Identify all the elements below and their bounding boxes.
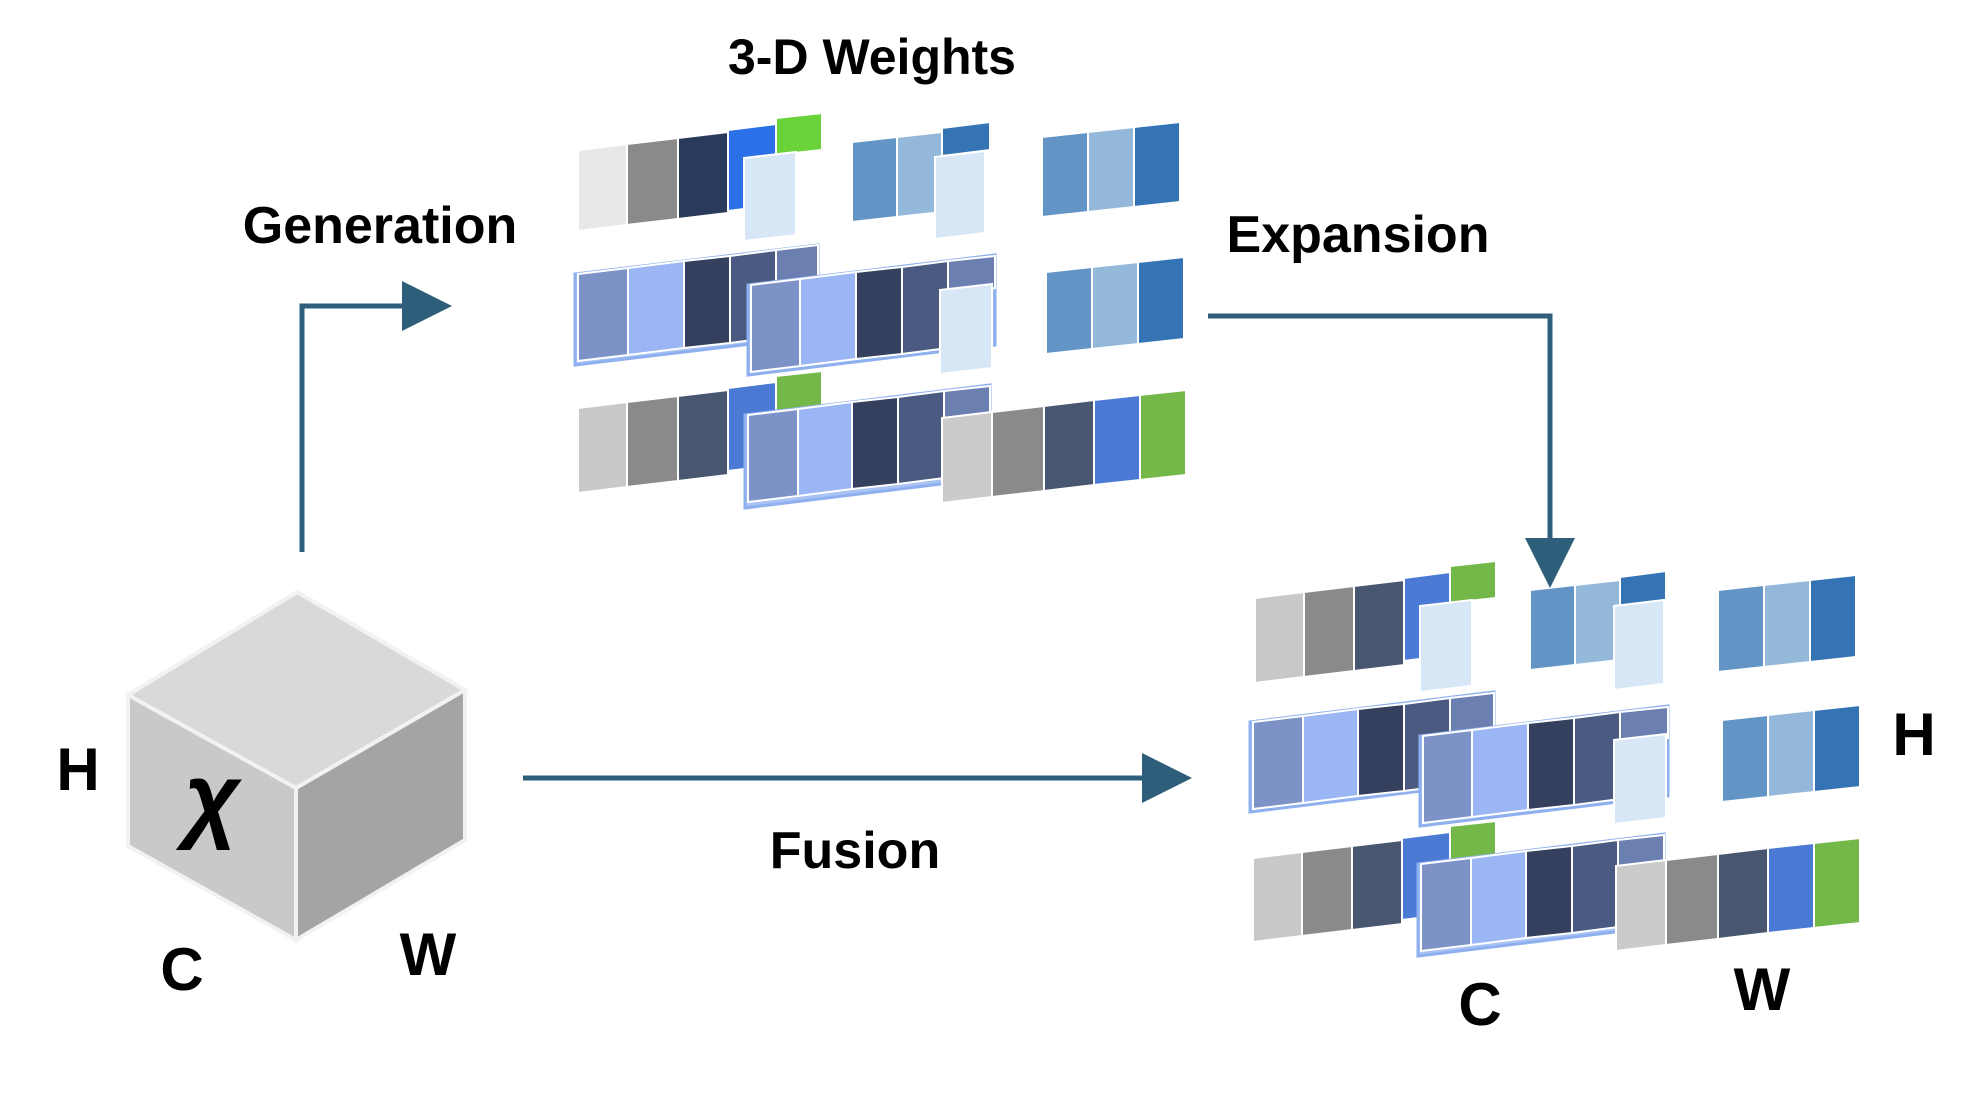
weight-cell bbox=[1045, 265, 1093, 356]
expansion-label: Expansion bbox=[1227, 206, 1490, 264]
weight-cell bbox=[855, 265, 903, 361]
weight-cell bbox=[627, 259, 685, 357]
weight-cell bbox=[1043, 398, 1095, 493]
weight-cell bbox=[577, 266, 629, 363]
weight-cell bbox=[797, 400, 853, 498]
weight-cell bbox=[991, 404, 1045, 499]
generation-label: Generation bbox=[243, 197, 518, 255]
weight-cell bbox=[1133, 120, 1181, 209]
weight-cell bbox=[897, 389, 945, 486]
weight-cell bbox=[1809, 573, 1857, 664]
weight-cell bbox=[939, 282, 993, 376]
weights-row1-group2 bbox=[851, 120, 991, 241]
expanded-row2-group3 bbox=[1721, 703, 1861, 804]
weight-cell bbox=[1613, 732, 1667, 826]
weight-cell bbox=[1093, 393, 1141, 487]
weight-cell bbox=[1139, 388, 1187, 482]
weight-cell bbox=[677, 388, 729, 483]
weight-cell bbox=[941, 410, 993, 505]
weight-cell bbox=[1721, 713, 1769, 804]
weight-cell bbox=[775, 111, 823, 157]
weights-row3-group2 bbox=[743, 383, 992, 510]
weight-cell bbox=[1615, 858, 1667, 953]
weight-cell bbox=[1471, 721, 1529, 819]
weight-cell bbox=[1571, 838, 1619, 935]
weight-cell bbox=[1619, 569, 1667, 608]
weight-cell bbox=[1353, 578, 1405, 673]
output-h-label: H bbox=[1892, 701, 1935, 768]
weight-cell bbox=[1137, 255, 1185, 346]
expanded-row3-group3 bbox=[1615, 836, 1861, 953]
fusion-label: Fusion bbox=[770, 822, 940, 880]
weights-row2-group3 bbox=[1045, 255, 1185, 356]
weight-cell bbox=[577, 142, 628, 233]
weight-cell bbox=[747, 407, 799, 504]
weights-top bbox=[573, 111, 1187, 510]
weight-cell bbox=[626, 136, 679, 227]
cube-side-face bbox=[294, 686, 467, 944]
input-h-label: H bbox=[56, 736, 99, 803]
weight-cell bbox=[1767, 841, 1815, 935]
weights-title: 3-D Weights bbox=[728, 29, 1016, 85]
weight-cell bbox=[1613, 598, 1665, 692]
weight-cell bbox=[1091, 260, 1139, 351]
weight-cell bbox=[1303, 584, 1355, 679]
weight-cell bbox=[1529, 583, 1576, 672]
cube-symbol-label: χ bbox=[175, 744, 242, 851]
weight-cell bbox=[1717, 583, 1765, 674]
weight-cell bbox=[743, 150, 797, 243]
weight-cell bbox=[750, 277, 801, 374]
weight-cell bbox=[1527, 716, 1575, 812]
weights-expanded bbox=[1248, 559, 1861, 958]
weight-cell bbox=[1419, 598, 1473, 694]
weight-cell bbox=[934, 149, 986, 241]
output-w-label: W bbox=[1734, 956, 1791, 1023]
output-c-label: C bbox=[1458, 971, 1501, 1038]
weight-cell bbox=[1813, 836, 1861, 930]
weight-cell bbox=[1763, 578, 1811, 669]
weight-cell bbox=[1254, 590, 1305, 685]
weight-cell bbox=[577, 400, 628, 495]
weight-cell bbox=[1302, 707, 1359, 805]
expanded-row2-group2 bbox=[1418, 704, 1670, 828]
input-w-label: W bbox=[400, 921, 457, 988]
weights-row1-group3 bbox=[1041, 120, 1181, 219]
weight-cell bbox=[941, 120, 991, 158]
weight-cell bbox=[851, 135, 898, 224]
weight-cell bbox=[1525, 844, 1573, 940]
weight-cell bbox=[1357, 702, 1405, 798]
weight-cell bbox=[851, 395, 899, 491]
weight-cell bbox=[1767, 708, 1815, 799]
weight-cell bbox=[1717, 846, 1769, 941]
weight-cell bbox=[1252, 850, 1303, 944]
weight-cell bbox=[683, 254, 731, 350]
weights-row3-group3 bbox=[941, 388, 1187, 505]
weight-cell bbox=[1422, 728, 1473, 825]
weight-cell bbox=[1470, 849, 1527, 947]
cube-icon bbox=[124, 589, 469, 944]
weight-cell bbox=[799, 270, 857, 368]
weight-cell bbox=[1041, 130, 1089, 219]
input-c-label: C bbox=[160, 936, 203, 1003]
weights-row1-group1 bbox=[577, 111, 823, 243]
weight-cell bbox=[1351, 838, 1403, 932]
weight-cell bbox=[1252, 714, 1304, 811]
expanded-row1-group1 bbox=[1254, 559, 1497, 694]
weight-cell bbox=[1420, 856, 1472, 953]
weight-cell bbox=[1665, 852, 1719, 947]
weight-cell bbox=[1301, 844, 1353, 938]
weight-cell bbox=[1449, 559, 1497, 605]
weights-row2-group2 bbox=[746, 253, 997, 377]
weight-cell bbox=[677, 130, 729, 221]
weight-cell bbox=[1813, 703, 1861, 794]
expanded-row1-group3 bbox=[1717, 573, 1857, 674]
weight-cell bbox=[1087, 125, 1135, 214]
weight-cell bbox=[626, 394, 679, 489]
expansion-arrow bbox=[1208, 313, 1575, 588]
generation-arrow bbox=[299, 281, 452, 552]
expanded-row1-group2 bbox=[1529, 569, 1667, 692]
